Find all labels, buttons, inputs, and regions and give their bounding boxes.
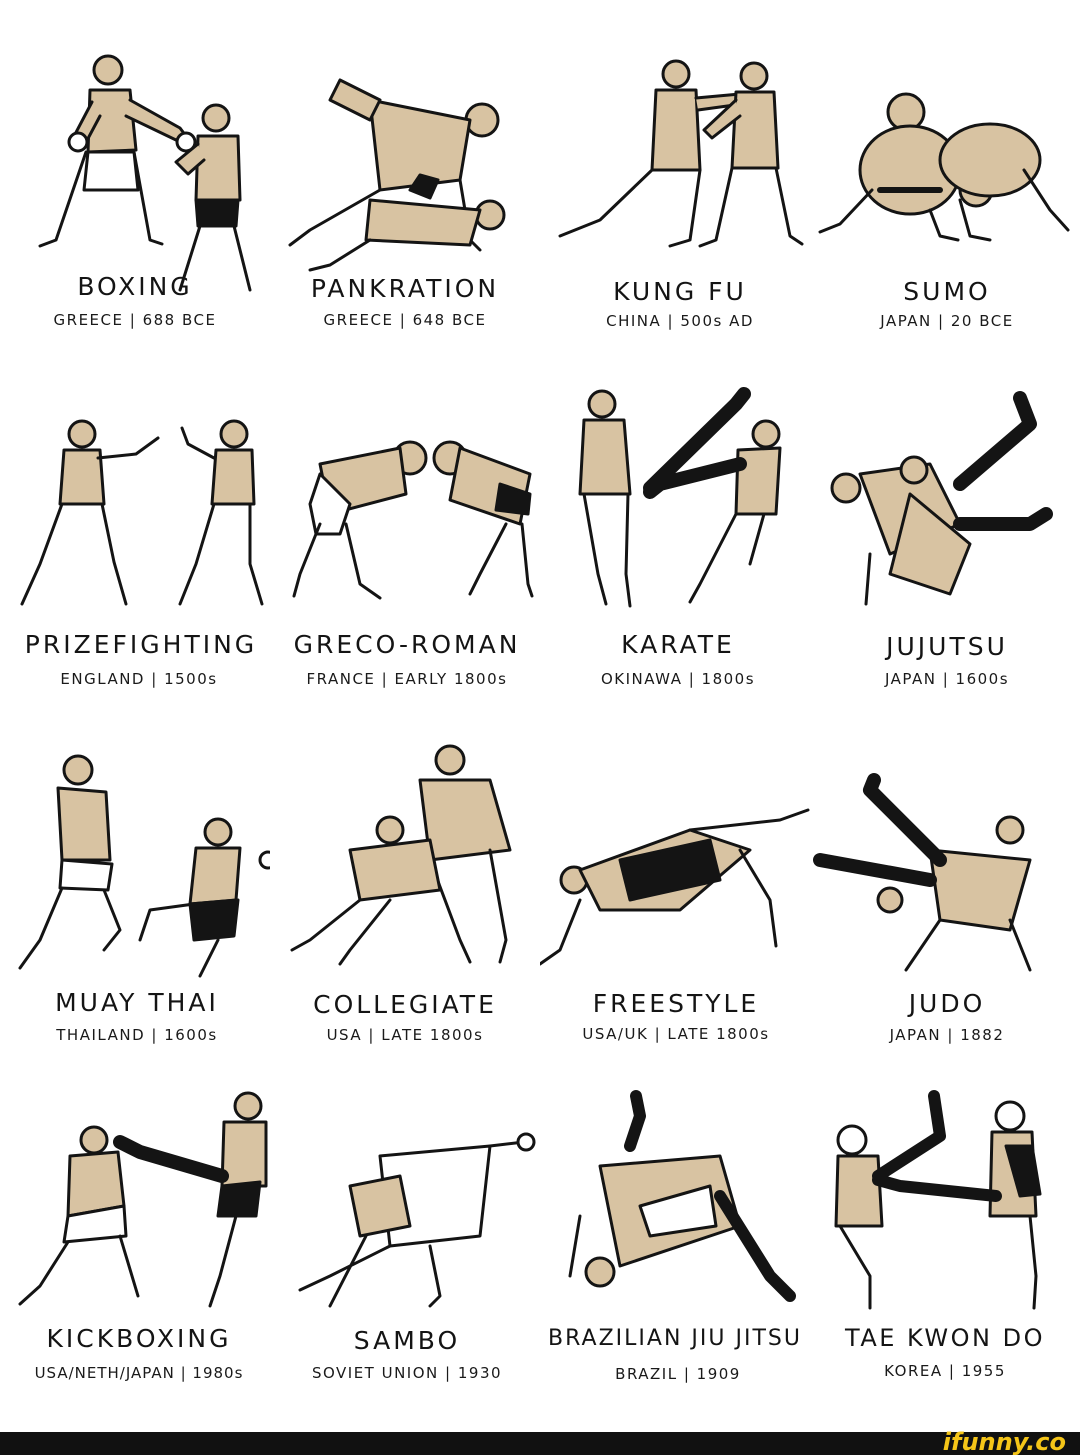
label-collegiate-origin: USA | LATE 1800s bbox=[326, 1026, 484, 1044]
label-muay-thai-origin: THAILAND | 1600s bbox=[56, 1026, 218, 1044]
style-card-prizefighting bbox=[0, 384, 270, 742]
kickboxing-illustration bbox=[0, 1076, 270, 1341]
label-greco-roman-origin: FRANCE | EARLY 1800s bbox=[306, 670, 508, 688]
style-card-kickboxing bbox=[0, 1076, 270, 1434]
style-card-sumo bbox=[810, 40, 1080, 398]
style-card-jujutsu bbox=[810, 384, 1080, 742]
label-judo-name: JUDO bbox=[908, 989, 986, 1018]
style-card-boxing bbox=[0, 40, 270, 398]
label-kickboxing-name: KICKBOXING bbox=[46, 1324, 232, 1353]
boxing-illustration bbox=[0, 40, 270, 305]
label-brazilian-jiu-jitsu-name: BRAZILIAN JIU JITSU bbox=[548, 1326, 802, 1351]
label-muay-thai-name: MUAY THAI bbox=[55, 988, 219, 1017]
label-tae-kwon-do-name: TAE KWON DO bbox=[845, 1324, 1045, 1352]
label-kickboxing-origin: USA/NETH/JAPAN | 1980s bbox=[34, 1364, 244, 1382]
jujutsu-illustration bbox=[810, 384, 1080, 649]
label-karate-origin: OKINAWA | 1800s bbox=[600, 670, 756, 688]
collegiate-illustration bbox=[270, 740, 540, 1005]
watermark-bar: ifunny.co bbox=[0, 1428, 1080, 1456]
sumo-illustration bbox=[810, 40, 1080, 305]
style-card-freestyle bbox=[540, 740, 810, 1098]
sambo-illustration bbox=[270, 1076, 540, 1341]
label-judo-origin: JAPAN | 1882 bbox=[889, 1026, 1005, 1044]
label-jujutsu-name: JUJUTSU bbox=[886, 632, 1008, 661]
pankration-illustration bbox=[270, 40, 540, 305]
prizefighting-illustration bbox=[0, 384, 270, 649]
label-boxing-name: BOXING bbox=[77, 272, 193, 301]
label-prizefighting-origin: ENGLAND | 1500s bbox=[60, 670, 218, 688]
kung-fu-illustration bbox=[540, 40, 810, 305]
label-sambo-name: SAMBO bbox=[353, 1326, 461, 1355]
style-card-sambo bbox=[270, 1076, 540, 1434]
style-card-collegiate bbox=[270, 740, 540, 1098]
tae-kwon-do-illustration bbox=[810, 1076, 1080, 1341]
label-pankration-origin: GREECE | 648 BCE bbox=[323, 311, 487, 329]
label-pankration-name: PANKRATION bbox=[310, 274, 500, 303]
label-jujutsu-origin: JAPAN | 1600s bbox=[884, 670, 1010, 688]
greco-roman-illustration bbox=[270, 384, 540, 649]
label-freestyle-name: FREESTYLE bbox=[592, 989, 760, 1018]
style-card-pankration bbox=[270, 40, 540, 398]
label-prizefighting-name: PRIZEFIGHTING bbox=[24, 630, 258, 659]
ifunny-watermark: ifunny.co bbox=[942, 1428, 1066, 1456]
style-card-greco-roman bbox=[270, 384, 540, 742]
style-card-brazilian-jiu-jitsu bbox=[540, 1076, 810, 1434]
muay-thai-illustration bbox=[0, 740, 270, 1005]
label-sumo-origin: JAPAN | 20 BCE bbox=[880, 312, 1014, 330]
label-kung-fu-origin: CHINA | 500s AD bbox=[606, 312, 754, 330]
label-freestyle-origin: USA/UK | LATE 1800s bbox=[582, 1025, 770, 1043]
label-greco-roman-name: GRECO-ROMAN bbox=[293, 630, 521, 659]
brazilian-jiu-jitsu-illustration bbox=[540, 1076, 810, 1341]
label-sambo-origin: SOVIET UNION | 1930 bbox=[311, 1364, 503, 1382]
judo-illustration bbox=[810, 740, 1080, 1005]
karate-illustration bbox=[540, 384, 810, 649]
label-kung-fu-name: KUNG FU bbox=[613, 277, 747, 306]
label-karate-name: KARATE bbox=[621, 630, 735, 659]
style-card-karate bbox=[540, 384, 810, 742]
label-brazilian-jiu-jitsu-origin: BRAZIL | 1909 bbox=[615, 1365, 741, 1383]
style-card-judo bbox=[810, 740, 1080, 1098]
label-boxing-origin: GREECE | 688 BCE bbox=[53, 311, 217, 329]
style-card-kung-fu bbox=[540, 40, 810, 398]
style-card-muay-thai bbox=[0, 740, 270, 1098]
style-card-tae-kwon-do bbox=[810, 1076, 1080, 1434]
label-collegiate-name: COLLEGIATE bbox=[313, 990, 497, 1019]
label-sumo-name: SUMO bbox=[903, 277, 991, 306]
label-tae-kwon-do-origin: KOREA | 1955 bbox=[884, 1362, 1006, 1380]
freestyle-illustration bbox=[540, 740, 810, 1005]
